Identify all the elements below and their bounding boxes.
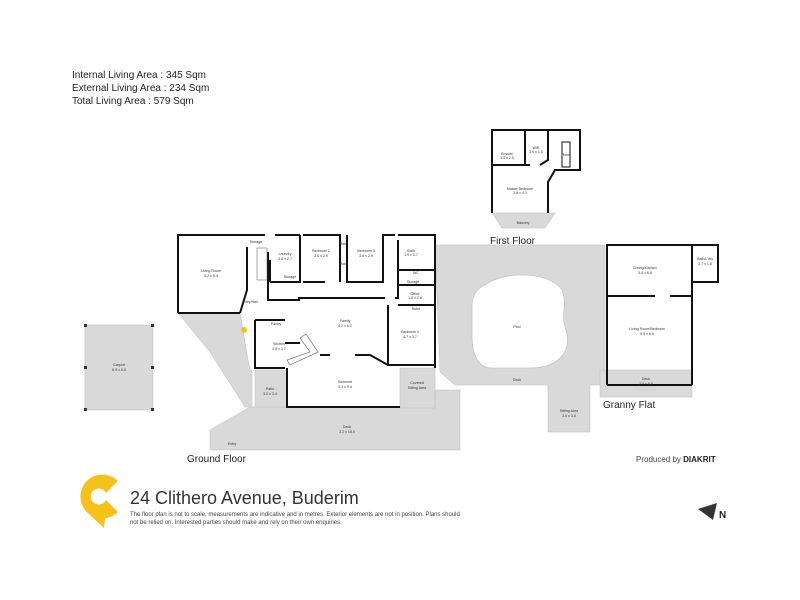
label-living-size: 6.2 x 5.4 (204, 274, 218, 278)
label-sitting-size: 3.0 x 3.0 (562, 414, 576, 418)
north-arrow-icon (698, 503, 717, 520)
label-robe: Robe (340, 242, 349, 246)
label-laundry: Laundry (279, 252, 292, 256)
label-master-bedroom: Master Bedroom (507, 187, 534, 191)
label-storage: Storage (250, 240, 263, 244)
property-address: 24 Clithero Avenue, Buderim (130, 488, 359, 508)
label-living-bedroom: Living Room/Bedroom (629, 327, 665, 331)
granny-deck (599, 369, 693, 398)
label-covered: Covered (410, 381, 424, 385)
label-balcony: Balcony (517, 221, 530, 225)
label-bedroom-4-size: 4.7 x 3.7 (403, 335, 417, 339)
label-bath-laundry-size: 2.7 x 1.8 (698, 262, 712, 266)
label-bedroom-3-size: 3.6 x 2.9 (359, 254, 373, 258)
label-entry-mat: Entry (228, 442, 237, 446)
kitchen-island (286, 333, 319, 366)
label-office-size: 1.8 x 2.8 (408, 296, 422, 300)
produced-by-text: Produced by (636, 455, 684, 464)
label-dining-kitchen: Dining/Kitchen (633, 266, 656, 270)
logo-icon (80, 474, 118, 528)
label-living-bedroom-size: 5.5 x 6.6 (640, 332, 654, 336)
producer-brand: DIAKRIT (683, 455, 716, 464)
label-bath-laundry: Bath/L'dry (697, 257, 713, 261)
label-sitting-area: Sitting Area (560, 409, 578, 413)
external-area: External Living Area : 234 Sqm (72, 83, 210, 94)
entry-light (241, 327, 247, 333)
label-laundry-size: 3.6 x 2.7 (278, 257, 292, 261)
label-dining-size: 3.8 x 6.8 (638, 271, 652, 275)
label-family-size: 4.2 x 6.2 (338, 324, 352, 328)
label-bedroom-3: Bedroom 3 (357, 249, 375, 253)
label-bath-size: 1.9 x 3.7 (404, 253, 418, 257)
carport (84, 324, 154, 411)
produced-by: Produced by DIAKRIT (636, 455, 716, 464)
label-sunroom-size: 3.3 x 9.4 (338, 385, 352, 389)
label-wir-size: 3.0 x 1.8 (529, 150, 543, 154)
label-living-room: Living Room (201, 269, 221, 273)
label-wc: WC (413, 271, 419, 275)
label-wir: WIR (533, 146, 540, 150)
label-bedroom-2-size: 3.6 x 2.9 (314, 254, 328, 258)
label-robe-4: Robe (562, 153, 571, 157)
label-family: Family (340, 319, 351, 323)
label-robe-3: Robe (412, 307, 421, 311)
label-patio: Patio (266, 387, 274, 391)
total-area: Total Living Area : 579 Sqm (72, 96, 194, 107)
label-ensuite: Ensuite (501, 152, 513, 156)
balcony (491, 212, 556, 229)
label-deck: Deck (343, 425, 351, 429)
label-kitchen-size: 3.8 x 3.7 (272, 347, 286, 351)
label-robe-2: Robe (340, 262, 349, 266)
label-granny-deck: Deck (642, 377, 650, 381)
label-pool-deck: Deck (513, 378, 521, 382)
label-deck-size: 3.2 x 18.0 (339, 430, 355, 434)
label-sunroom: Sunroom (338, 380, 353, 384)
label-office: Office (410, 292, 419, 296)
entry-porch (177, 312, 253, 408)
label-patio-size: 3.0 x 3.4 (263, 392, 277, 396)
label-entry-hall: Entry/Hall (242, 300, 258, 304)
granny-flat-label: Granny Flat (603, 400, 655, 411)
covered-sitting-area (399, 367, 436, 409)
disclaimer: The floor plan is not to scale, measurem… (130, 512, 460, 526)
label-carport: Carport (113, 363, 125, 367)
room-labels: Carport 6.9 x 5.8 Living Room 6.2 x 5.4 … (112, 146, 713, 446)
label-ensuite-size: 3.0 x 2.5 (500, 156, 514, 160)
label-bath: Bath (407, 249, 414, 253)
internal-area: Internal Living Area : 345 Sqm (72, 70, 206, 81)
ground-floor-label: Ground Floor (187, 454, 247, 465)
label-granny-deck-size: 2.9 x 6.9 (639, 382, 653, 386)
label-covered-size: Sitting Area (408, 386, 426, 390)
label-storage-3: Storage (407, 280, 420, 284)
label-carport-size: 6.9 x 5.8 (112, 368, 126, 372)
area-summary: Internal Living Area : 345 Sqm External … (72, 69, 209, 108)
label-kitchen: Kitchen (273, 342, 285, 346)
north-label: N (719, 510, 727, 521)
label-bedroom-2: Bedroom 2 (312, 249, 330, 253)
label-pool: Pool (513, 325, 520, 329)
label-storage-2: Storage (284, 275, 297, 279)
pool (471, 274, 568, 369)
label-master-size: 3.8 x 4.3 (513, 191, 527, 195)
stairs (256, 247, 268, 281)
label-bedroom-4: Bedroom 4 (401, 330, 419, 334)
first-floor-label: First Floor (490, 236, 536, 247)
label-pantry: Pantry (271, 322, 282, 326)
